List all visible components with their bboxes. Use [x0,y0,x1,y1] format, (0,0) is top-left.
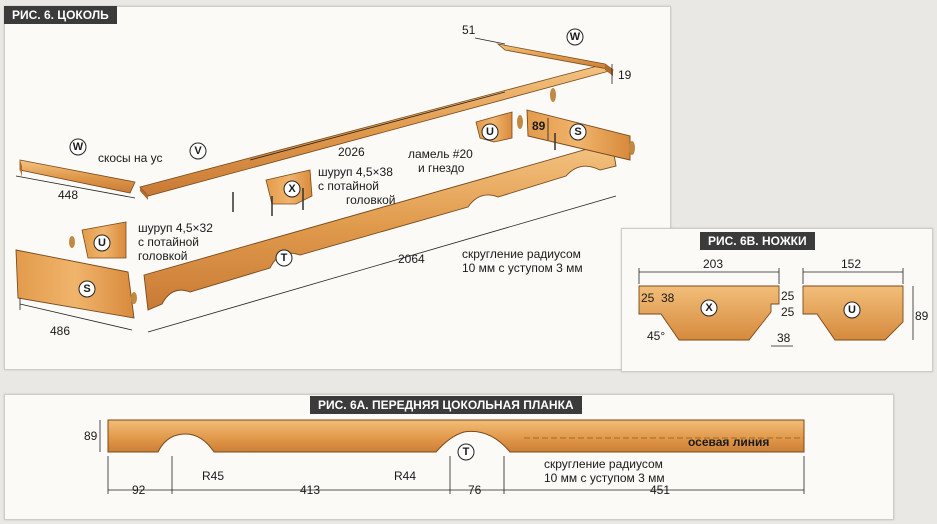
fig6b-dim-25c: 25 [781,305,795,319]
fig6b-dim-89: 89 [915,309,929,323]
fig6b-drawing: X U 203 152 25 38 25 25 89 45° 38 [638,257,929,347]
fig6b-dim-38b: 38 [777,331,791,345]
front-plate-t [143,141,617,311]
fig6b-dim-203: 203 [703,257,723,271]
label-round-l2: 10 мм с уступом 3 мм [462,261,583,275]
label-lamel-l1: ламель #20 [408,147,473,161]
fig6a-dim-r45: R45 [202,469,224,483]
fig6b-dim-38a: 38 [661,291,675,305]
fig6a-dim-76: 76 [468,483,482,497]
label-screw2-l3: головкой [138,249,187,263]
dim-448: 448 [58,188,78,202]
label-lamel-l2: и гнездо [418,161,465,175]
part-s-right: S [574,126,581,138]
rail-w-right [496,43,614,71]
fig6a-dim-89: 89 [84,429,98,443]
part-x: X [288,183,296,195]
fig6b-part-x: X [705,302,713,314]
part-t: T [281,252,288,264]
label-screw2-l1: шуруп 4,5×32 [138,221,213,235]
label-screw1-l3: головкой [346,193,395,207]
part-s-left: S [83,283,90,295]
fig6a-label-round-l2: 10 мм с уступом 3 мм [544,471,665,485]
fig6a-label-round-l1: скругление радиусом [544,457,663,471]
dim-2026: 2026 [338,145,365,159]
fig6a-title: РИС. 6А. ПЕРЕДНЯЯ ЦОКОЛЬНАЯ ПЛАНКА [310,396,582,414]
fig6a-part-t: T [463,446,470,458]
screws [232,133,556,216]
dim-19: 19 [618,68,632,82]
fig6a-drawing: T 89 R45 R44 92 413 76 451 осевая линия … [84,419,805,497]
label-screw1-l2: с потайной [318,179,379,193]
part-u-right: U [486,126,494,138]
fig6b-dim-45: 45° [647,329,665,343]
dim-89: 89 [532,119,546,133]
part-w-left: W [73,141,84,153]
label-screw1-l1: шуруп 4,5×38 [318,165,393,179]
front-plate-profile [107,419,805,453]
fig6-title: РИС. 6. ЦОКОЛЬ [4,6,117,24]
fig6b-dim-25b: 25 [781,289,795,303]
fig6a-dim-413: 413 [300,483,320,497]
label-bevels: скосы на ус [98,151,163,165]
label-round-l1: скругление радиусом [462,247,581,261]
label-screw2-l2: с потайной [138,235,199,249]
fig6a-dim-92: 92 [132,483,146,497]
fig6a-dim-r44: R44 [394,469,416,483]
dim-2064: 2064 [398,252,425,266]
fig6a-label-axis: осевая линия [688,435,769,449]
dim-486: 486 [50,324,70,338]
side-plate-s-left [15,249,135,319]
part-w-right: W [570,31,581,43]
dim-51: 51 [462,23,476,37]
fig6b-dim-152: 152 [841,257,861,271]
fig6a-dim-451: 451 [650,483,670,497]
part-u-left: U [98,237,106,249]
fig6b-title: РИС. 6B. НОЖКИ [700,232,815,250]
fig6a-panel [4,394,894,520]
fig6b-dim-25a: 25 [641,291,655,305]
fig6b-part-u: U [848,304,856,316]
part-v: V [194,145,202,157]
